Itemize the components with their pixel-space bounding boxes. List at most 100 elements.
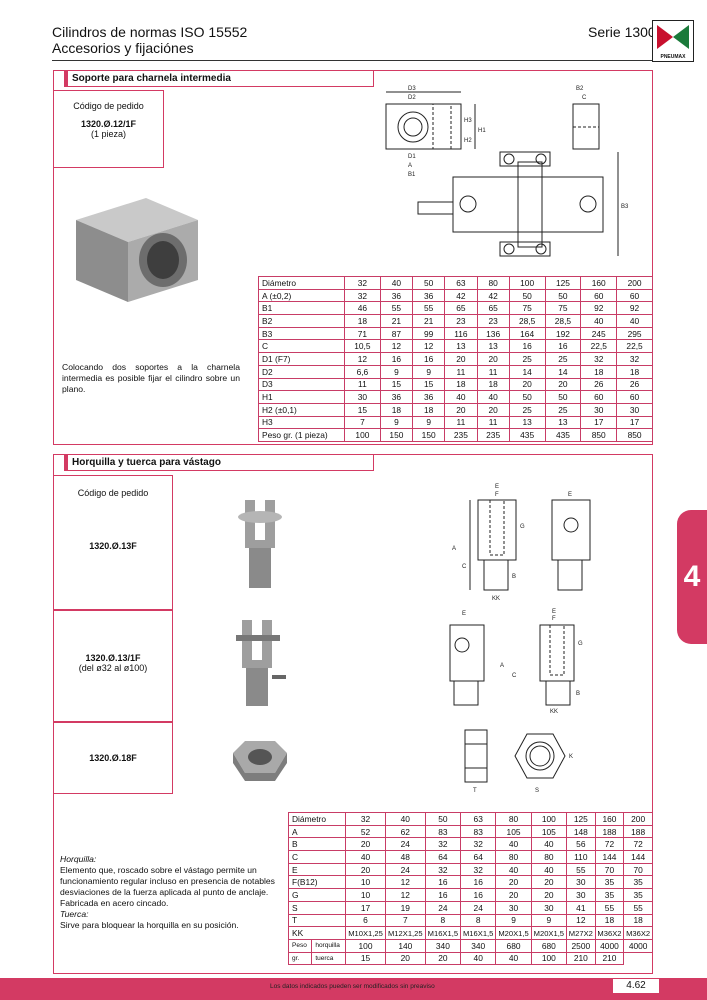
chapter-tab: 4 [677,510,707,644]
table-cell: 50 [508,390,546,404]
table-cell: 20 [476,352,510,366]
table-cell: 40 [495,951,532,966]
support-product-photo [76,198,198,302]
table-cell: 200 [616,276,653,290]
row-label: H1 [258,390,345,404]
table-cell: 160 [594,812,625,826]
table-cell: 20 [495,875,532,890]
table-cell: 75 [544,301,582,316]
table-cell: 60 [616,390,653,404]
row-label: H2 (±0,1) [258,402,345,417]
row-label: horquilla [311,938,347,953]
label-c: C [582,95,587,101]
table-cell: 42 [444,288,478,303]
table-cell: 12 [379,339,414,354]
table-cell: 30 [616,402,653,417]
table-cell: 55 [412,301,446,316]
table-cell: 295 [616,326,653,341]
table-cell: 15 [412,377,446,392]
table-cell: M16X1,5 [424,926,462,940]
svg-text:B: B [576,691,580,697]
clevis-technical-drawing: EF GA CB KKE [452,484,591,602]
logo-mark-icon [657,25,689,49]
order-code-13-1f-note: (del ø32 al ø100) [78,663,148,673]
row-label: Diámetro [287,812,347,826]
table-cell: 12 [384,875,426,890]
table-cell: 99 [412,326,446,341]
table-cell: 83 [424,824,462,839]
table-cell: 188 [623,824,653,839]
order-code-box-13f: Código de pedido 1320.Ø.13F [53,475,173,610]
svg-text:S: S [535,788,539,794]
table-cell: 20 [424,951,462,966]
footer-disclaimer: Los datos indicados pueden ser modificad… [270,983,435,990]
label-d1: D1 [408,154,416,160]
table-cell: 32 [344,276,381,290]
table-cell: 150 [379,428,414,442]
table-cell: 35 [594,875,625,890]
table-cell: 30 [344,390,381,404]
table-cell: 40 [444,390,478,404]
table-cell: 36 [379,288,414,303]
table-cell: 20 [345,837,386,852]
table-cell: 75 [508,301,546,316]
table-cell: 71 [344,326,381,341]
table-cell: 28,5 [508,314,546,328]
table-cell: 60 [616,288,653,303]
table-cell: 26 [616,377,653,392]
row-label: KK [287,926,347,940]
table-cell: 42 [476,288,510,303]
table-cell: 40 [379,276,414,290]
table-cell: 72 [594,837,625,852]
table-cell: 50 [424,812,462,826]
table-cell: 16 [508,339,546,354]
table-cell: 15 [344,402,381,417]
nut-product-photo [233,741,287,781]
table-cell: 850 [616,428,653,442]
label-b3: B3 [621,204,629,210]
table-cell: 20 [384,951,426,966]
table-cell: 850 [580,428,618,442]
table-cell: 50 [544,288,582,303]
table-cell: 16 [544,339,582,354]
table-cell: 62 [384,824,426,839]
row-label: C [258,339,345,354]
table-cell: M36X2 [594,926,625,940]
svg-text:F: F [495,492,499,498]
row-label: B [287,837,347,852]
page-number: 4.62 [612,978,660,994]
table-cell: 20 [345,862,386,877]
table-cell: 100 [345,938,386,953]
table-cell: 24 [460,900,497,915]
svg-text:E: E [462,611,466,617]
label-d2: D2 [408,95,416,101]
row-label: S [287,900,347,915]
table-cell: 46 [344,301,381,316]
table-cell: 25 [544,402,582,417]
table-cell: 28,5 [544,314,582,328]
table-cell: 125 [544,276,582,290]
table-cell: 50 [544,390,582,404]
table-cell: 9 [495,913,532,928]
svg-text:E: E [495,484,499,490]
table-cell: 18 [580,364,618,379]
label-h3: H3 [464,118,472,124]
label-h2: H2 [464,138,472,144]
table-cell: 32 [460,862,497,877]
table-cell: 55 [566,862,596,877]
title-line-1: Cilindros de normas ISO 15552 [52,24,248,40]
table-cell: 18 [412,402,446,417]
svg-text:F: F [552,616,556,622]
table-cell: 40 [460,951,497,966]
table-cell: 23 [444,314,478,328]
table-cell: 40 [530,862,568,877]
table-cell: 140 [384,938,426,953]
